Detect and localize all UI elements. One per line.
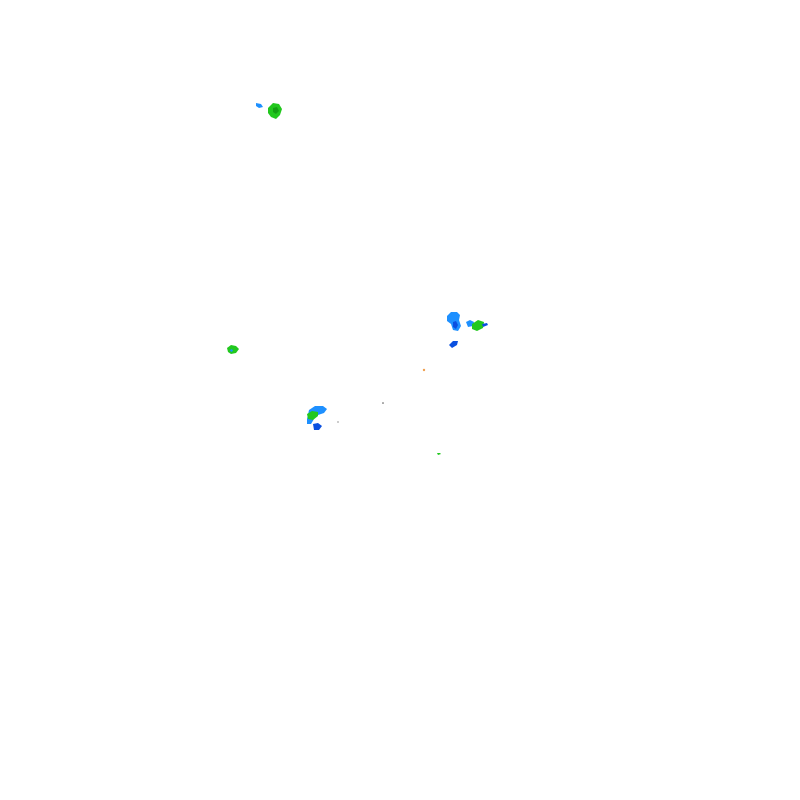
light-return — [482, 323, 488, 327]
trace-speck — [422, 368, 426, 372]
precip-cell — [447, 312, 488, 348]
light-return — [449, 341, 458, 348]
precip-cell — [227, 345, 239, 354]
trace-speck — [382, 402, 384, 404]
light-return — [447, 312, 461, 331]
moderate-return — [227, 345, 239, 354]
moderate-return — [472, 320, 484, 331]
light-return — [313, 423, 322, 430]
trace-returns — [337, 368, 441, 455]
trace-speck — [337, 421, 339, 423]
light-return — [256, 103, 263, 108]
moderate-return — [307, 411, 318, 420]
precip-cell — [307, 406, 327, 430]
moderate-return-core — [273, 107, 279, 114]
light-return — [453, 321, 458, 329]
trace-speck — [437, 453, 441, 455]
precip-cell — [256, 103, 282, 119]
light-return — [230, 349, 233, 352]
